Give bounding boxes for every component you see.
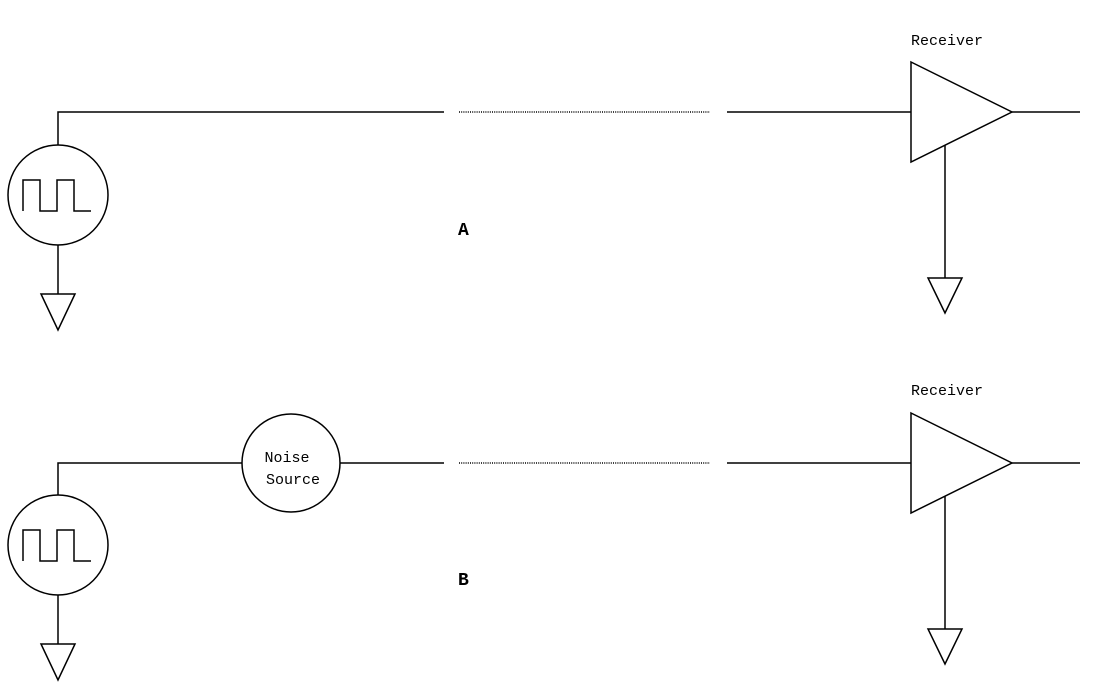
amplifier-triangle-icon xyxy=(910,411,1014,515)
panel-a-input-wire xyxy=(57,111,444,163)
panel-label: A xyxy=(458,221,469,241)
noise-source-label-line2: Source xyxy=(266,472,320,489)
receiver-label: Receiver xyxy=(911,383,983,400)
panel-b: Noise Source Receiver B xyxy=(7,383,1080,682)
noise-source-label-line1: Noise xyxy=(264,450,309,467)
ground-icon xyxy=(926,277,964,315)
ground-icon xyxy=(39,293,77,332)
panel-label: B xyxy=(458,571,469,591)
square-wave-generator-icon xyxy=(7,494,109,596)
amplifier-triangle-icon xyxy=(910,60,1014,164)
noise-source-circle-icon: Noise Source xyxy=(241,413,341,513)
ground-icon xyxy=(926,628,964,666)
square-wave-generator-icon xyxy=(7,144,109,246)
panel-a: Receiver A xyxy=(7,33,1080,332)
ground-icon xyxy=(39,643,77,682)
receiver-label: Receiver xyxy=(911,33,983,50)
